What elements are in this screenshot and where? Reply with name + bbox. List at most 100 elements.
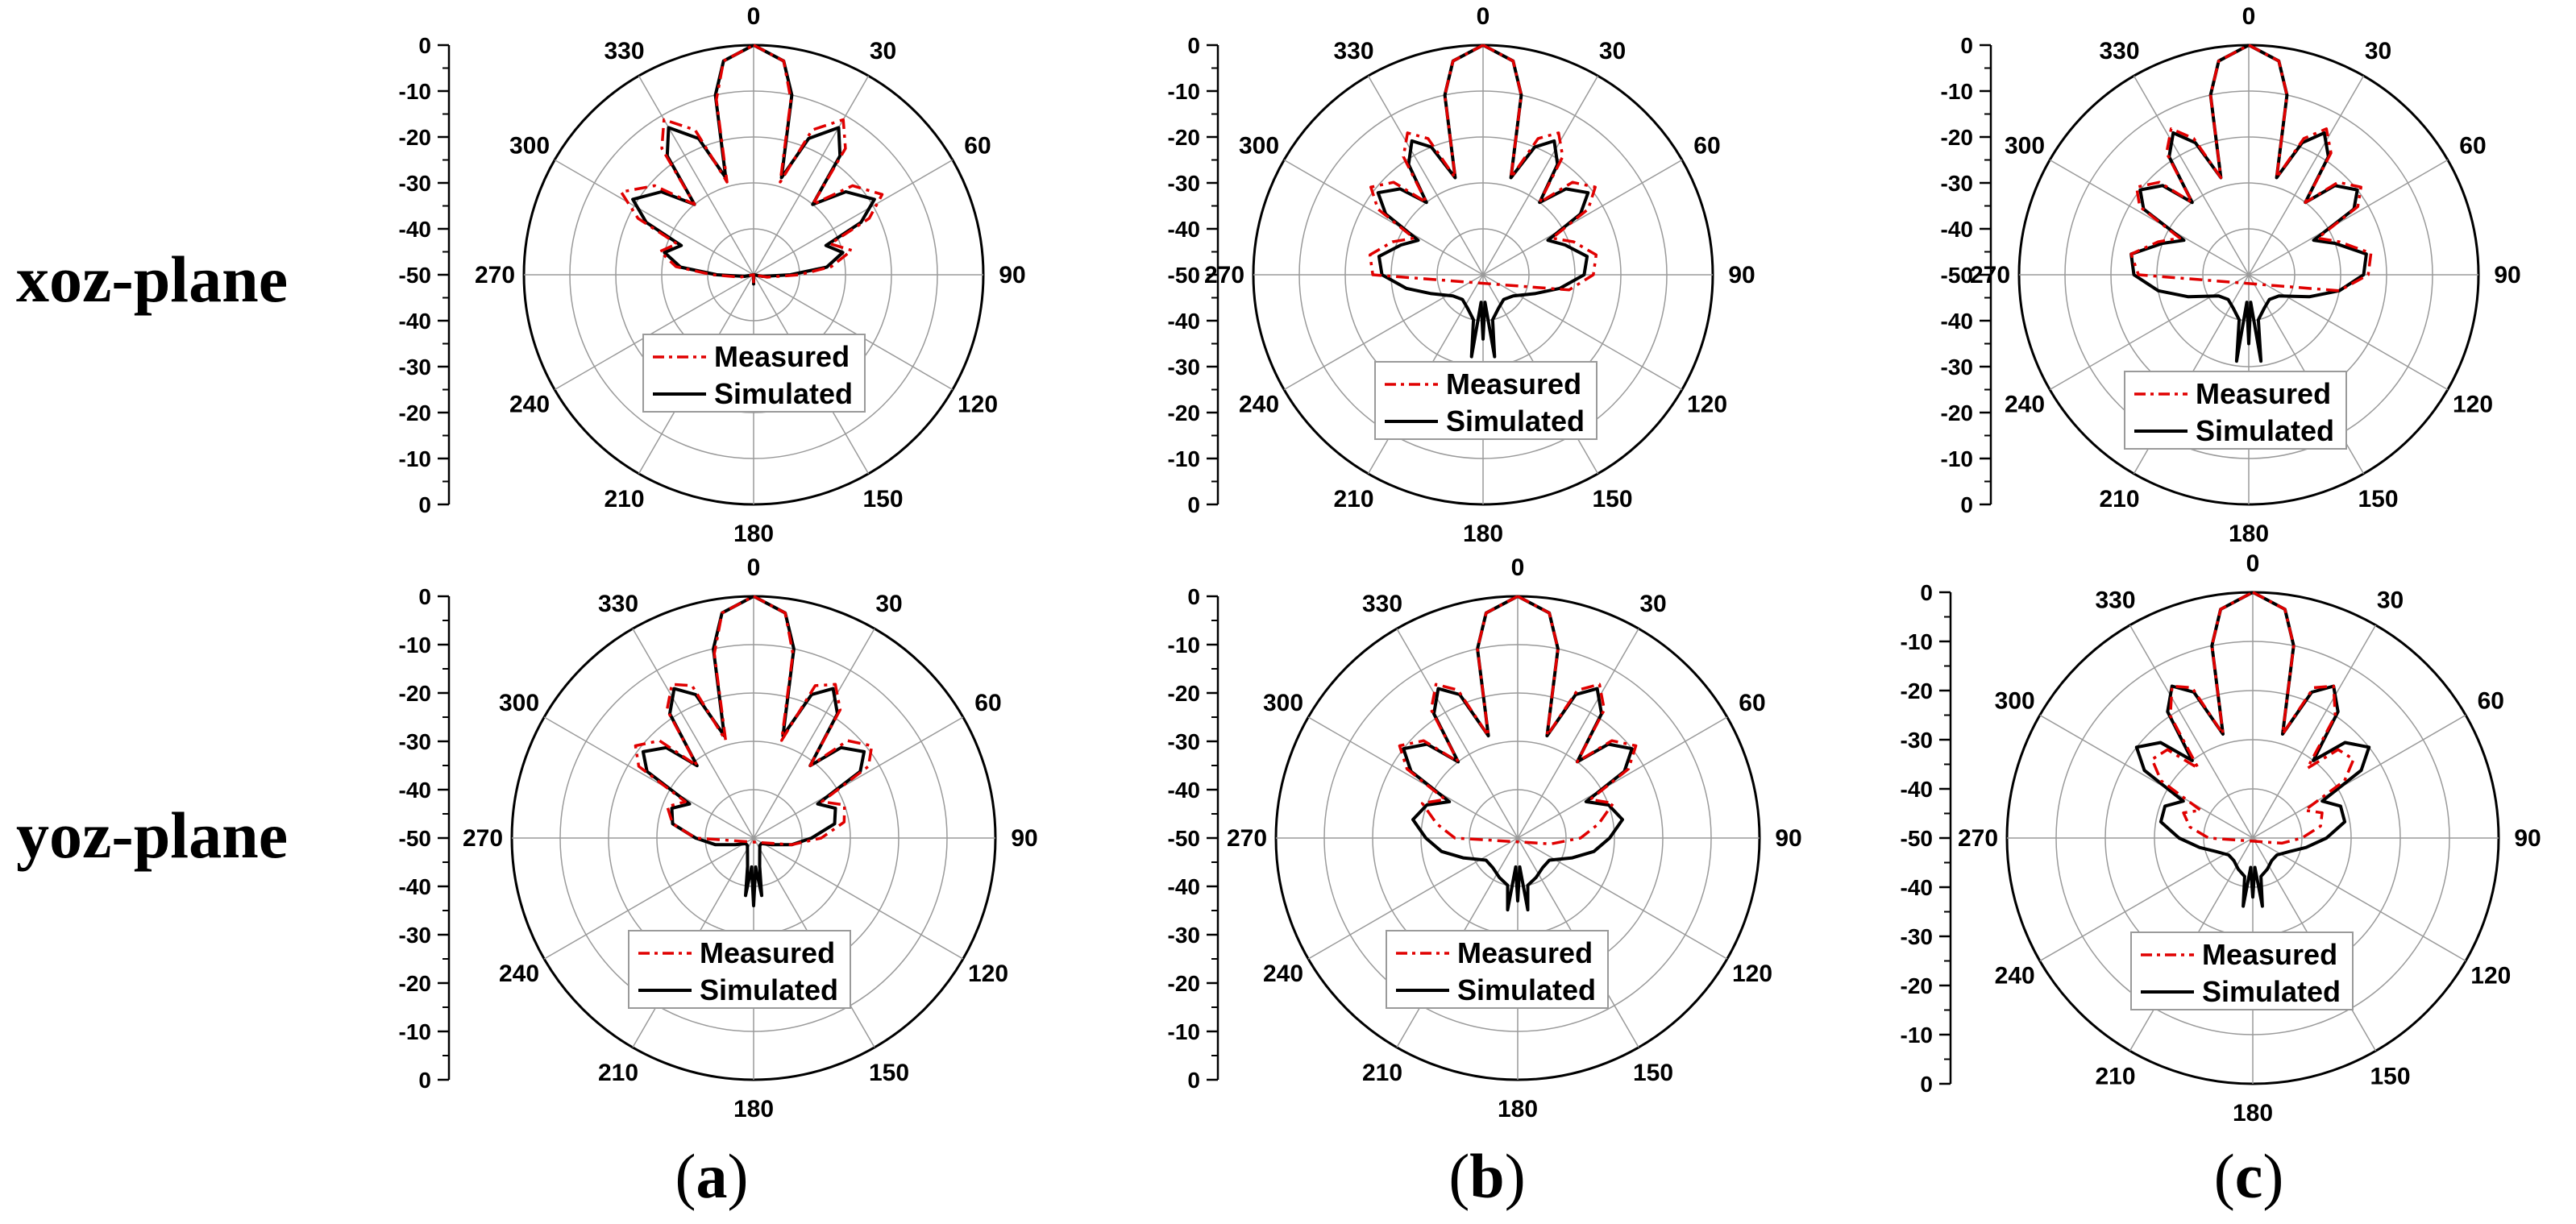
polar-chart-yoz-plane-a: 03060901201501802102402703003300-10-20-3… — [399, 554, 1038, 1122]
polar-spoke — [1482, 75, 1599, 276]
polar-spoke — [753, 837, 964, 960]
radial-tick-label: 0 — [1187, 33, 1200, 58]
polar-spoke — [753, 628, 875, 839]
radial-tick-label: -30 — [1168, 171, 1200, 196]
radial-tick-label: -10 — [1168, 446, 1200, 471]
angle-tick-label: 240 — [499, 961, 539, 987]
legend-box — [2124, 371, 2347, 450]
legend-label-measured: Measured — [700, 936, 835, 969]
radial-tick-label: -30 — [399, 355, 431, 380]
polar-spoke — [753, 75, 870, 276]
radial-tick-label: -10 — [1168, 1019, 1200, 1044]
angle-tick-label: 300 — [1239, 133, 1279, 160]
radial-tick-label: -30 — [399, 923, 431, 948]
polar-spoke — [2049, 274, 2250, 391]
angle-tick-label: 240 — [1263, 961, 1303, 987]
angle-tick-label: 330 — [1333, 38, 1373, 64]
polar-spoke — [1367, 75, 1484, 276]
radial-tick-label: 0 — [1187, 584, 1200, 609]
angle-tick-label: 180 — [733, 1096, 774, 1122]
radial-tick-label: -50 — [1941, 263, 1973, 288]
series-line-measured — [634, 595, 874, 847]
angle-tick-label: 270 — [1227, 825, 1267, 852]
radial-tick-label: -40 — [1901, 875, 1933, 900]
angle-tick-label: 90 — [2494, 262, 2520, 288]
polar-spoke — [2248, 75, 2365, 276]
polar-chart-yoz-plane-c: 03060901201501802102402703003300-10-20-3… — [1901, 550, 2541, 1126]
legend-label-measured: Measured — [714, 340, 850, 373]
radial-tick-label: -20 — [399, 400, 431, 425]
series-line-simulated — [1402, 595, 1634, 912]
radial-tick-label: -40 — [399, 309, 431, 334]
polar-spoke — [2252, 624, 2377, 839]
radial-tick-label: -30 — [1901, 728, 1933, 753]
angle-tick-label: 180 — [733, 521, 774, 547]
radial-tick-label: -20 — [399, 125, 431, 150]
legend-label-measured: Measured — [1446, 367, 1581, 400]
angle-tick-label: 120 — [1732, 961, 1772, 987]
angle-tick-label: 60 — [1739, 690, 1765, 716]
angle-tick-label: 0 — [2242, 3, 2256, 30]
polar-spoke — [2248, 159, 2449, 276]
radial-tick-label: -20 — [1168, 125, 1200, 150]
radial-tick-label: -10 — [1168, 79, 1200, 104]
radial-tick-label: 0 — [1187, 492, 1200, 517]
radial-tick-label: 0 — [1960, 492, 1973, 517]
panel-label-c: (c) — [2213, 1141, 2284, 1211]
angle-tick-label: 30 — [2365, 38, 2391, 64]
polar-spoke — [2039, 714, 2254, 839]
angle-tick-label: 0 — [747, 554, 761, 581]
polar-spoke — [543, 837, 754, 960]
legend-label-simulated: Simulated — [2196, 414, 2334, 447]
radial-tick-label: -40 — [399, 778, 431, 803]
legend-label-measured: Measured — [2196, 377, 2331, 410]
panel-label-b: (b) — [1448, 1141, 1526, 1211]
radial-tick-label: -20 — [1168, 400, 1200, 425]
radial-tick-label: -30 — [1168, 729, 1200, 754]
angle-tick-label: 120 — [1687, 392, 1727, 418]
angle-tick-label: 330 — [604, 38, 644, 64]
angle-tick-label: 180 — [2229, 521, 2269, 547]
radial-tick-label: -10 — [1941, 79, 1973, 104]
angle-tick-label: 60 — [1693, 133, 1720, 160]
angle-tick-label: 150 — [1592, 486, 1632, 512]
angle-tick-label: 120 — [2453, 392, 2493, 418]
legend-box — [1386, 930, 1609, 1009]
series-line-simulated — [1376, 44, 1590, 359]
angle-tick-label: 300 — [509, 133, 550, 160]
radial-tick-label: -10 — [399, 446, 431, 471]
panel-label-c-letter: c — [2234, 1141, 2263, 1211]
legend-label-simulated: Simulated — [2202, 975, 2341, 1008]
polar-spoke — [554, 274, 754, 391]
radial-tick-label: -20 — [1901, 973, 1933, 998]
radial-tick-label: -10 — [399, 633, 431, 658]
polar-chart-xoz-plane-c: 03060901201501802102402703003300-10-20-3… — [1941, 3, 2521, 547]
row-label-yoz: yoz-plane — [16, 799, 289, 872]
row-label-xoz: xoz-plane — [16, 243, 289, 316]
angle-tick-label: 30 — [2377, 587, 2404, 614]
legend-label-simulated: Simulated — [1457, 973, 1596, 1006]
angle-tick-label: 210 — [2095, 1063, 2135, 1089]
polar-spoke — [554, 159, 754, 276]
angle-tick-label: 240 — [1995, 963, 2035, 990]
polar-spoke — [2252, 837, 2466, 962]
angle-tick-label: 210 — [2099, 486, 2139, 512]
polar-spoke — [753, 159, 954, 276]
radial-tick-label: -10 — [1901, 1023, 1933, 1048]
radial-tick-label: -30 — [1901, 924, 1933, 949]
series-line-simulated — [631, 44, 876, 286]
radial-tick-label: -50 — [399, 263, 431, 288]
series-line-measured — [1368, 44, 1598, 292]
angle-tick-label: 60 — [974, 690, 1001, 716]
radial-tick-label: -20 — [399, 681, 431, 706]
radial-tick-label: -20 — [1901, 678, 1933, 703]
angle-tick-label: 240 — [2005, 392, 2045, 418]
legend-box — [628, 930, 851, 1009]
radial-tick-label: -20 — [1941, 400, 1973, 425]
angle-tick-label: 90 — [1775, 825, 1801, 852]
angle-tick-label: 330 — [2095, 587, 2135, 614]
angle-tick-label: 0 — [747, 3, 761, 30]
angle-tick-label: 60 — [2459, 133, 2486, 160]
